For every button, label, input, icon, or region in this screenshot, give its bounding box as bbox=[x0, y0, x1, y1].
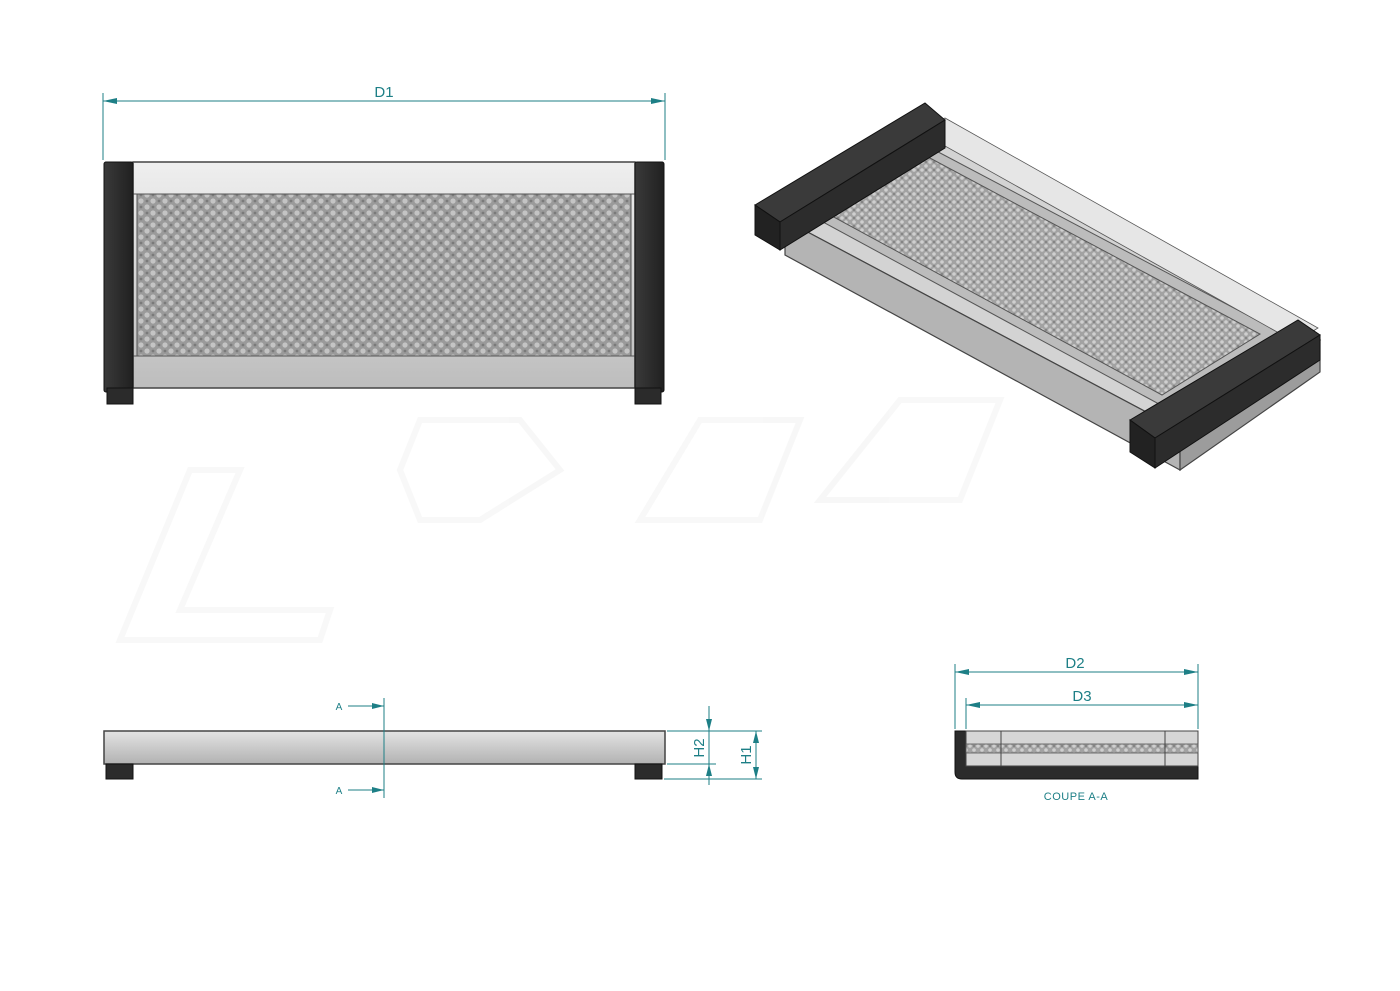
section-marker-bottom: A bbox=[336, 786, 343, 797]
dimension-label-d1: D1 bbox=[374, 84, 393, 101]
dimension-d2: D2 bbox=[954, 655, 1199, 729]
dimension-label-d3: D3 bbox=[1072, 688, 1091, 705]
section-line-a: A A bbox=[336, 698, 385, 798]
section-view bbox=[954, 730, 1199, 780]
watermark bbox=[115, 397, 1005, 643]
dimension-h1: H1 bbox=[664, 730, 762, 780]
dimension-d3: D3 bbox=[965, 688, 1198, 729]
section-marker-top: A bbox=[336, 702, 343, 713]
dimension-h2: H2 bbox=[667, 706, 716, 785]
dimension-label-h2: H2 bbox=[691, 738, 708, 757]
dimension-label-h1: H1 bbox=[738, 745, 755, 764]
isometric-view bbox=[754, 102, 1322, 472]
dimension-label-d2: D2 bbox=[1065, 655, 1084, 672]
top-view bbox=[103, 161, 665, 405]
section-caption: COUPE A-A bbox=[1044, 791, 1109, 803]
dimension-d1: D1 bbox=[102, 84, 666, 160]
